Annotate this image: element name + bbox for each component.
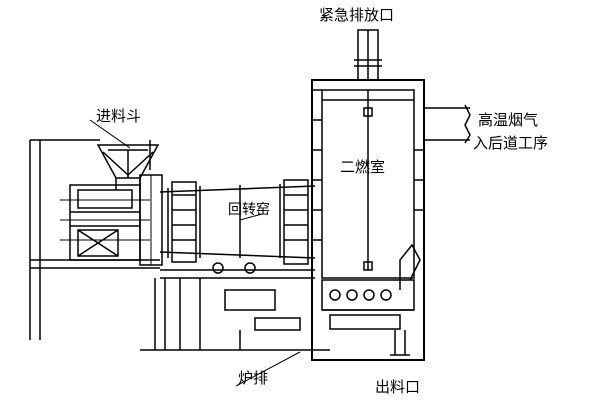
kiln-base — [140, 269, 330, 351]
label-furnace-grate: 炉排 — [238, 369, 268, 387]
label-discharge-port: 出料口 — [375, 378, 420, 396]
feed-hopper — [89, 119, 160, 190]
label-rotary-kiln: 回转窑 — [228, 201, 270, 218]
feeder-mechanism — [60, 174, 163, 266]
secondary-chamber — [311, 79, 425, 361]
leader-lines — [235, 213, 301, 387]
label-emergency-vent: 紧急排放口 — [319, 6, 394, 24]
emergency-vent-stack — [354, 29, 382, 81]
ash-discharge — [321, 243, 421, 356]
rotary-kiln — [159, 179, 316, 274]
label-feed-hopper: 进料斗 — [96, 107, 141, 125]
label-high-temp-flue-gas-2: 入后道工序 — [473, 134, 548, 152]
label-secondary-chamber: 二燃室 — [340, 158, 385, 176]
label-high-temp-flue-gas-1: 高温烟气 — [478, 111, 538, 129]
flue-gas-duct — [424, 104, 471, 144]
